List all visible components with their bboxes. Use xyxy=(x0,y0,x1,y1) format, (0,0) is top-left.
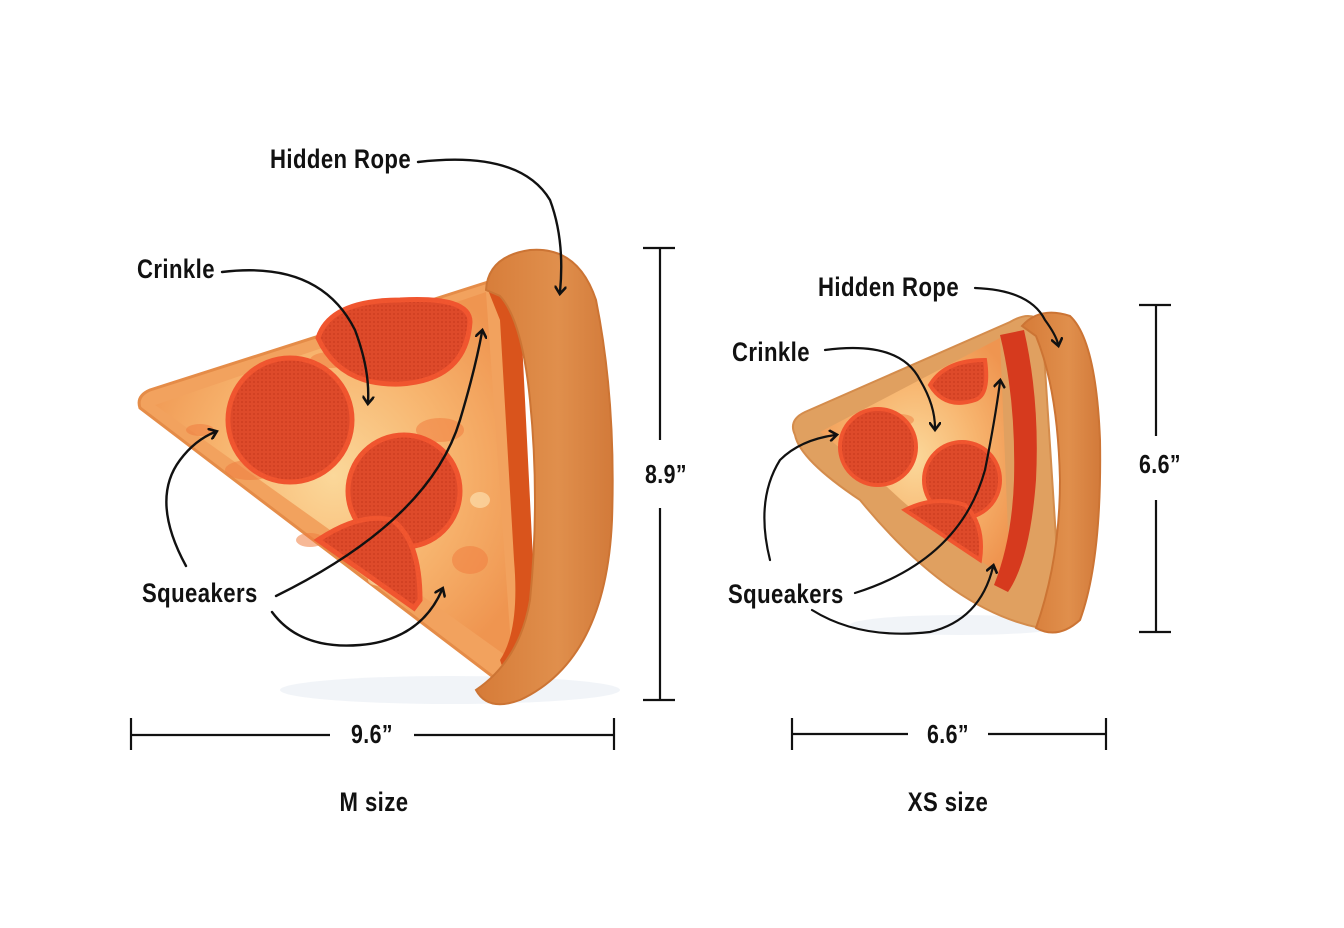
callout-squeakers-m: Squeakers xyxy=(142,578,258,608)
height-dimension-xs: 6.6” xyxy=(1139,449,1181,479)
hidden-rope-arrow-icon xyxy=(973,286,1058,344)
callout-hidden-rope-m: Hidden Rope xyxy=(270,144,412,174)
width-dimension-xs: 6.6” xyxy=(927,719,969,749)
squeaker-arrow-3-icon xyxy=(270,590,442,647)
size-label-m: M size xyxy=(339,787,409,817)
squeaker-arrow-3-icon xyxy=(810,567,993,635)
height-dimension-m: 8.9” xyxy=(645,459,687,489)
squeaker-arrow-2-icon xyxy=(274,332,482,598)
callout-crinkle-xs: Crinkle xyxy=(732,337,810,367)
crinkle-arrow-icon xyxy=(220,269,368,402)
squeaker-arrow-1-icon xyxy=(165,432,215,568)
pepperoni xyxy=(225,355,355,485)
callout-arrows-xs xyxy=(763,286,1058,635)
squeaker-arrow-2-icon xyxy=(853,382,1000,595)
callout-crinkle-m: Crinkle xyxy=(137,254,215,284)
crinkle-arrow-icon xyxy=(823,346,935,428)
dimension-lines-m xyxy=(129,246,675,750)
size-label-xs: XS size xyxy=(907,787,989,817)
pizza-slice-m xyxy=(137,248,620,706)
squeaker-arrow-1-icon xyxy=(763,435,835,562)
width-dimension-m: 9.6” xyxy=(351,719,393,749)
callout-arrows-m xyxy=(165,158,561,647)
hidden-rope-arrow-icon xyxy=(416,158,561,292)
dimension-lines-xs xyxy=(790,303,1171,750)
callout-squeakers-xs: Squeakers xyxy=(728,579,844,609)
callout-hidden-rope-xs: Hidden Rope xyxy=(818,272,960,302)
